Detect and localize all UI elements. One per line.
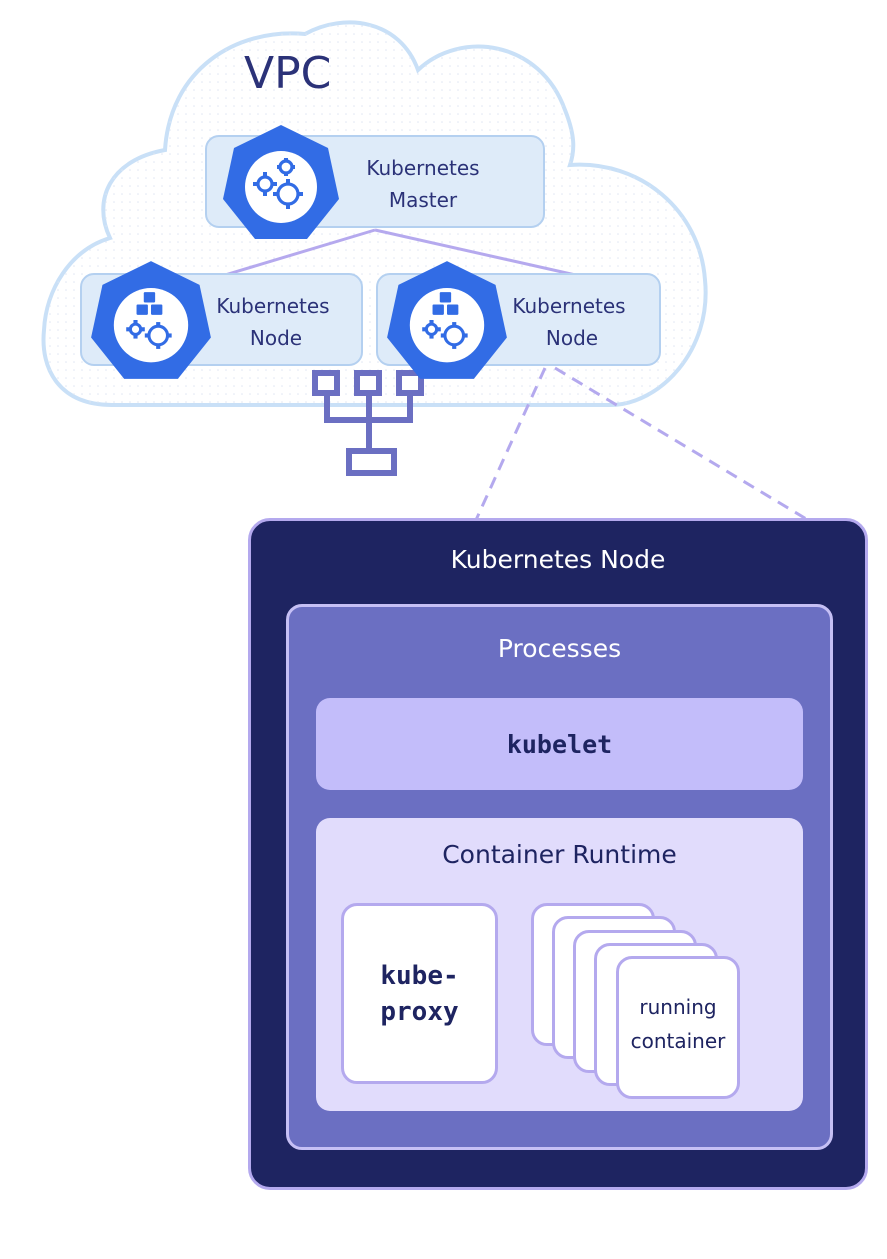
node1-label-line2: Node — [249, 326, 303, 350]
running-container-card — [616, 956, 740, 1099]
network-hub-icon — [312, 370, 424, 476]
kube-proxy-box: kube- proxy — [341, 903, 498, 1084]
container-runtime-title: Container Runtime — [442, 840, 677, 869]
running-container-label: running container — [630, 995, 726, 1053]
kubelet-label: kubelet — [506, 729, 613, 759]
vpc-title: VPC — [244, 48, 332, 99]
connector-master-node1 — [214, 228, 376, 280]
connector-master-node2 — [374, 228, 581, 278]
kubernetes-node-icon — [387, 261, 507, 379]
node2-label-line1: Kubernetes — [512, 294, 626, 318]
processes-title: Processes — [497, 634, 622, 663]
node1-label-line1: Kubernetes — [216, 294, 330, 318]
kubernetes-master-icon — [223, 125, 339, 239]
kubelet-box: kubelet — [316, 698, 803, 790]
zoom-line-left — [474, 367, 547, 521]
master-label-line1: Kubernetes — [366, 156, 480, 180]
master-label-line2: Master — [388, 188, 458, 212]
node2-label-line2: Node — [545, 326, 599, 350]
node-detail-title: Kubernetes Node — [450, 545, 666, 574]
kubernetes-node-icon — [91, 261, 211, 379]
kube-proxy-label: kube- proxy — [380, 960, 459, 1027]
zoom-line-right — [554, 366, 809, 522]
